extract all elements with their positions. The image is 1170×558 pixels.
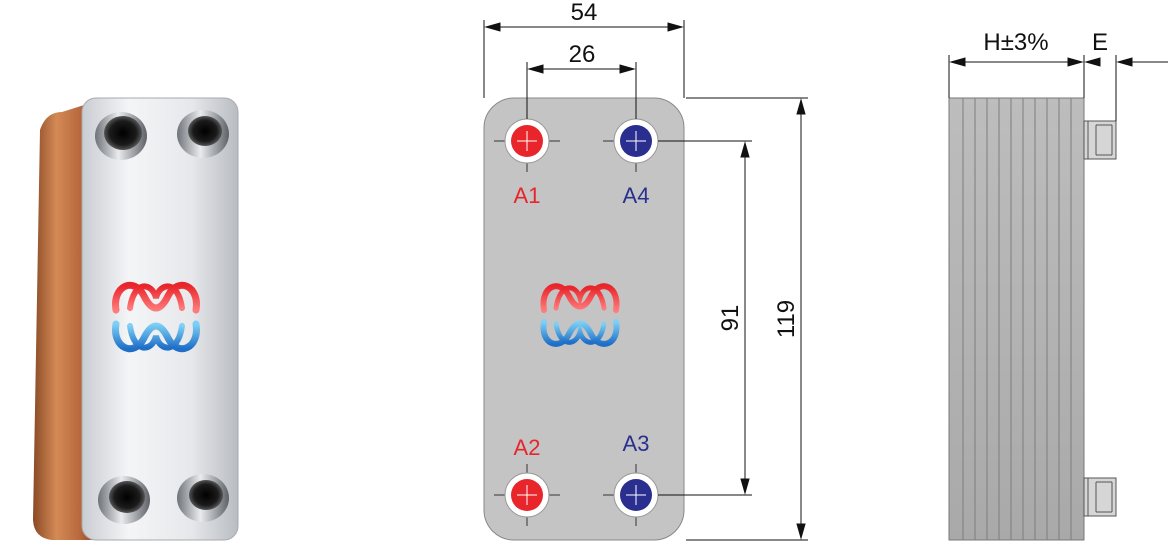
dimension-label-91: 91 (717, 305, 744, 332)
dimension-overall-height (686, 97, 808, 541)
port-a2 (494, 464, 560, 526)
dimension-overall-width (483, 20, 685, 98)
side-connection-bottom (1083, 477, 1117, 517)
product-photo (33, 97, 239, 541)
dimension-connection-length (1084, 55, 1168, 121)
port-a3 (603, 464, 669, 526)
plate-lines (962, 98, 1072, 540)
port-label-a2: A2 (514, 435, 541, 460)
connection-stub-bottom-right (177, 474, 229, 522)
side-view-drawing: H±3% E (948, 29, 1168, 541)
connection-stub-top-left (95, 112, 147, 160)
dimension-port-spacing-v (658, 140, 752, 496)
port-a4 (603, 110, 669, 172)
port-a1 (494, 110, 560, 172)
dimension-label-e: E (1092, 29, 1108, 56)
double-loop-logo-icon (112, 281, 200, 353)
port-label-a1: A1 (514, 183, 541, 208)
connection-stub-top-right (177, 110, 229, 158)
dimension-label-26: 26 (569, 41, 596, 68)
front-view-drawing: A1 A4 A2 A3 54 26 (483, 0, 808, 541)
dimension-stack-height (948, 55, 1085, 98)
side-connection-top (1083, 120, 1117, 160)
dimension-port-spacing-h (526, 62, 637, 119)
double-loop-logo-icon (540, 283, 620, 347)
dimension-label-54: 54 (571, 0, 598, 26)
plate-stack (948, 97, 1085, 541)
port-label-a4: A4 (623, 183, 650, 208)
plate-outline (483, 97, 685, 541)
dimension-label-119: 119 (773, 300, 800, 338)
port-label-a3: A3 (623, 431, 650, 456)
connection-stub-bottom-left (98, 476, 150, 524)
dimension-label-h: H±3% (983, 29, 1048, 56)
steel-cover-plate (81, 97, 239, 541)
